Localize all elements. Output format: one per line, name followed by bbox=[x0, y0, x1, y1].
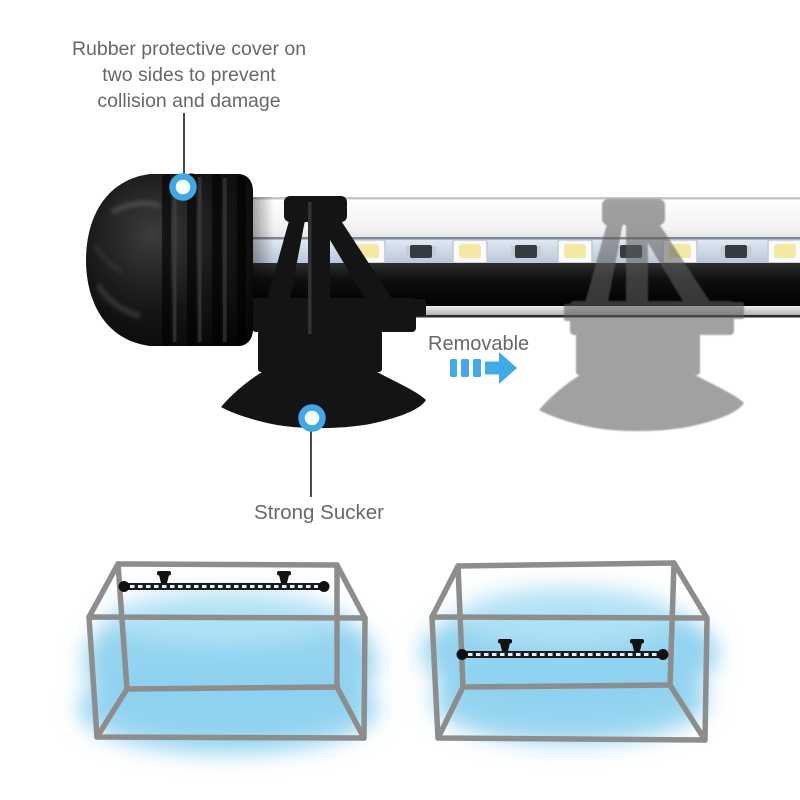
tube-bottom-edge bbox=[238, 315, 800, 318]
led-tube bbox=[238, 197, 800, 318]
mini-light-bar bbox=[456, 639, 669, 660]
led-chip bbox=[452, 239, 488, 264]
tube-bottom-rail bbox=[238, 306, 800, 315]
smd-component bbox=[511, 245, 541, 258]
tube-top-edge bbox=[238, 197, 800, 200]
aquarium-diagram-light-top bbox=[78, 561, 378, 754]
mini-end-cap bbox=[318, 581, 330, 592]
smd-component bbox=[721, 245, 751, 258]
mini-sucker bbox=[498, 639, 512, 651]
mini-end-cap bbox=[456, 649, 468, 660]
tank-frame bbox=[429, 560, 710, 743]
rubber-end-cap bbox=[86, 173, 253, 346]
strong-sucker-label: Strong Sucker bbox=[254, 501, 384, 524]
ring-dot-icon bbox=[298, 404, 326, 432]
product-illustration bbox=[86, 113, 800, 497]
mount-stem-highlight bbox=[308, 202, 312, 334]
cap-highlights bbox=[93, 200, 161, 319]
mini-sucker bbox=[277, 571, 291, 583]
arrow-right-icon bbox=[450, 352, 517, 384]
mini-end-cap bbox=[657, 649, 669, 660]
mini-end-cap bbox=[118, 581, 130, 592]
mini-sucker bbox=[157, 571, 171, 583]
led-chip bbox=[557, 239, 593, 264]
led-chip bbox=[767, 239, 800, 264]
mini-sucker bbox=[630, 639, 644, 651]
removable-label: Removable bbox=[428, 333, 530, 355]
ring-dot-icon bbox=[169, 173, 197, 201]
led-strip-edge bbox=[238, 237, 800, 240]
cap-ridges bbox=[162, 173, 246, 346]
aquarium-diagram-light-middle bbox=[422, 560, 718, 744]
rubber-cover-label: Rubber protective cover on two sides to … bbox=[71, 38, 307, 112]
smd-component bbox=[406, 245, 436, 258]
mini-light-bar bbox=[118, 571, 330, 592]
